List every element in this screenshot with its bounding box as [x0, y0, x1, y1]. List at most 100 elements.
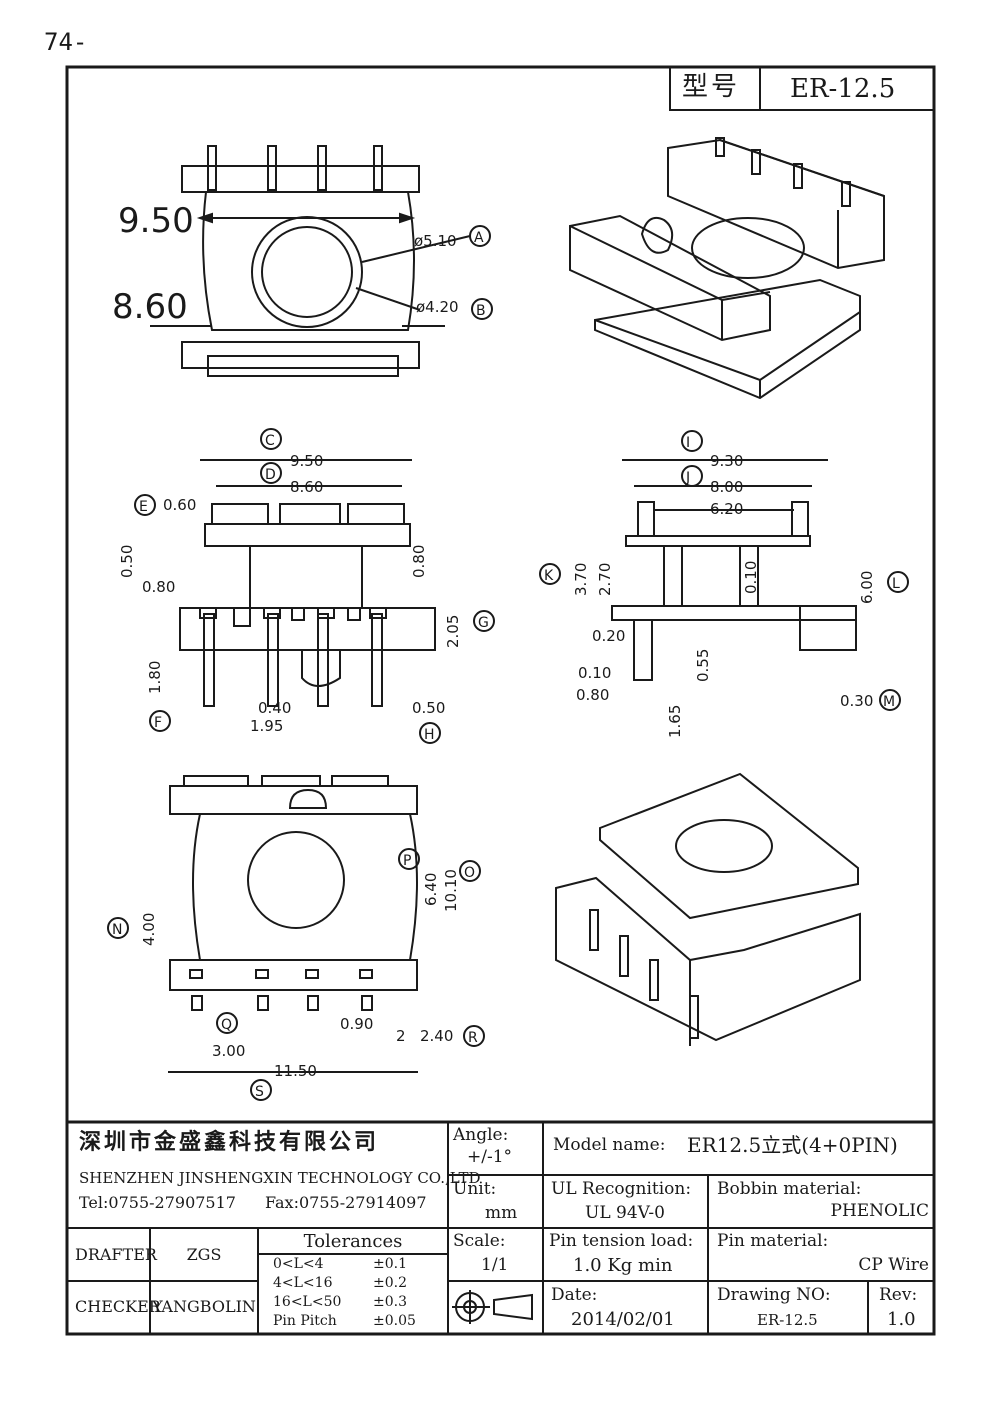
checker-value: YANGBOLIN: [152, 1297, 256, 1316]
callout-tag: L: [892, 576, 900, 592]
title-block: 深圳市金盛鑫科技有限公司 SHENZHEN JINSHENGXIN TECHNO…: [67, 1122, 934, 1334]
ul-value: UL 94V-0: [585, 1203, 665, 1223]
dim-label: 0.40: [258, 699, 291, 717]
dim-label: 0.55: [694, 649, 712, 682]
pin-tension-label: Pin tension load:: [549, 1231, 694, 1251]
dim-label: 0.60: [163, 496, 196, 514]
dim-label: 6.00: [858, 571, 876, 604]
dim-label: 8.60: [290, 478, 323, 496]
core-hole-outer: [251, 216, 363, 328]
pin-material-label: Pin material:: [717, 1231, 829, 1251]
unit-value: mm: [485, 1203, 518, 1223]
tolerance-value: ±0.2: [373, 1275, 407, 1291]
bottom-view: N 4.00 P 6.40 O 10.10 Q 0.90 3.00 2 2.40…: [107, 775, 485, 1101]
company-fax: Fax:0755-27914097: [265, 1193, 427, 1212]
core-hole-inner: [261, 226, 353, 318]
title-block-grid: [67, 66, 935, 1334]
callout-tag: B: [476, 303, 486, 319]
callout-tag: J: [685, 470, 690, 486]
dim-label: 9.30: [710, 452, 743, 470]
callout-tag: S: [255, 1084, 264, 1100]
dim-label: 0.10: [742, 561, 760, 594]
top-view: 9.50 8.60 ø5.10 ø4.20 A B: [112, 145, 493, 377]
callout-tag: O: [464, 865, 475, 881]
callout-tag: I: [686, 435, 690, 451]
tolerances-title: Tolerances: [303, 1231, 403, 1252]
tolerance-range: 16<L<50: [273, 1294, 342, 1310]
dim-label: 2.70: [596, 563, 614, 596]
tolerance-value: ±0.1: [373, 1256, 407, 1272]
dim-label: 0.80: [410, 545, 428, 578]
drafter-label: DRAFTER: [75, 1245, 157, 1264]
dim-label: 1.95: [250, 717, 283, 735]
dim-label: 0.80: [576, 686, 609, 704]
dim-label: 2.40: [420, 1027, 453, 1045]
callout-tag: R: [468, 1030, 478, 1046]
core-hole: [247, 831, 345, 929]
dim-label: 9.50: [118, 201, 194, 241]
model-header-box: 型号 ER-12.5: [670, 67, 934, 110]
drawing-no-value: ER-12.5: [757, 1311, 818, 1329]
rev-value: 1.0: [887, 1309, 916, 1330]
unit-label: Unit:: [453, 1179, 497, 1199]
front-view: C 9.50 D 8.60 E 0.60 0.50 0.80 0.80 1.80…: [118, 428, 495, 744]
dim-label: 8.00: [710, 478, 743, 496]
dim-label: 0.50: [412, 699, 445, 717]
dim-label: 0.30: [840, 692, 873, 710]
dim-label: 0.80: [142, 578, 175, 596]
model-name-value: ER12.5立式(4+0PIN): [687, 1133, 898, 1157]
side-view: I 9.30 J 8.00 6.20 K 3.70 2.70 0.10 6.00…: [539, 430, 909, 738]
callout-tag: K: [544, 568, 554, 584]
drafter-value: ZGS: [186, 1245, 222, 1264]
ul-label: UL Recognition:: [551, 1179, 692, 1199]
company-name-en: SHENZHEN JINSHENGXIN TECHNOLOGY CO.,LTD: [79, 1169, 481, 1187]
dim-label: 0.90: [340, 1015, 373, 1033]
pin-tension-value: 1.0 Kg min: [573, 1255, 673, 1276]
callout-tag: M: [883, 694, 895, 710]
callout-tag: Q: [221, 1017, 232, 1033]
tolerance-value: ±0.05: [373, 1313, 416, 1329]
angle-label: Angle:: [453, 1125, 509, 1145]
dim-label: 0.50: [118, 545, 136, 578]
model-name-label: Model name:: [553, 1135, 666, 1155]
date-label: Date:: [551, 1285, 598, 1305]
bobbin-value: PHENOLIC: [830, 1201, 930, 1221]
bottom-rail: [181, 341, 420, 369]
dim-label: 0.20: [592, 627, 625, 645]
callout-tag: P: [403, 853, 411, 869]
callout-tag: F: [154, 715, 162, 731]
dim-label: 1.80: [146, 661, 164, 694]
dim-label: 2: [396, 1027, 406, 1045]
dim-label: ø5.10: [414, 232, 457, 250]
bobbin-label: Bobbin material:: [717, 1179, 862, 1199]
callout-tag: H: [424, 727, 435, 743]
dim-label: 8.60: [112, 287, 188, 327]
company-name-cn: 深圳市金盛鑫科技有限公司: [79, 1130, 380, 1155]
isometric-view-2: [555, 772, 861, 1046]
model-label: 型号: [682, 72, 741, 102]
dim-label: 6.40: [422, 873, 440, 906]
dim-label: 3.00: [212, 1042, 245, 1060]
date-value: 2014/02/01: [571, 1309, 675, 1330]
dim-label: 2.05: [444, 615, 462, 648]
model-value: ER-12.5: [790, 74, 896, 104]
callout-tag: C: [265, 433, 275, 449]
callout-tag: N: [112, 922, 122, 938]
checker-label: CHECKER: [75, 1297, 161, 1316]
scale-label: Scale:: [453, 1231, 506, 1251]
isometric-view-1: [569, 137, 885, 400]
callout-tag: E: [139, 499, 148, 515]
tolerance-range: 4<L<16: [273, 1275, 333, 1291]
dim-label: 4.00: [140, 913, 158, 946]
pin-material-value: CP Wire: [858, 1255, 929, 1275]
company-tel: Tel:0755-27907517: [79, 1193, 236, 1212]
tolerance-range: Pin Pitch: [273, 1313, 337, 1329]
dim-label: 11.50: [274, 1062, 317, 1080]
page-number: 74-: [44, 28, 88, 56]
callout-tag: G: [478, 615, 489, 631]
scale-value: 1/1: [481, 1255, 509, 1275]
drawing-no-label: Drawing NO:: [717, 1285, 831, 1305]
dim-label: 6.20: [710, 500, 743, 518]
rev-label: Rev:: [879, 1285, 918, 1305]
